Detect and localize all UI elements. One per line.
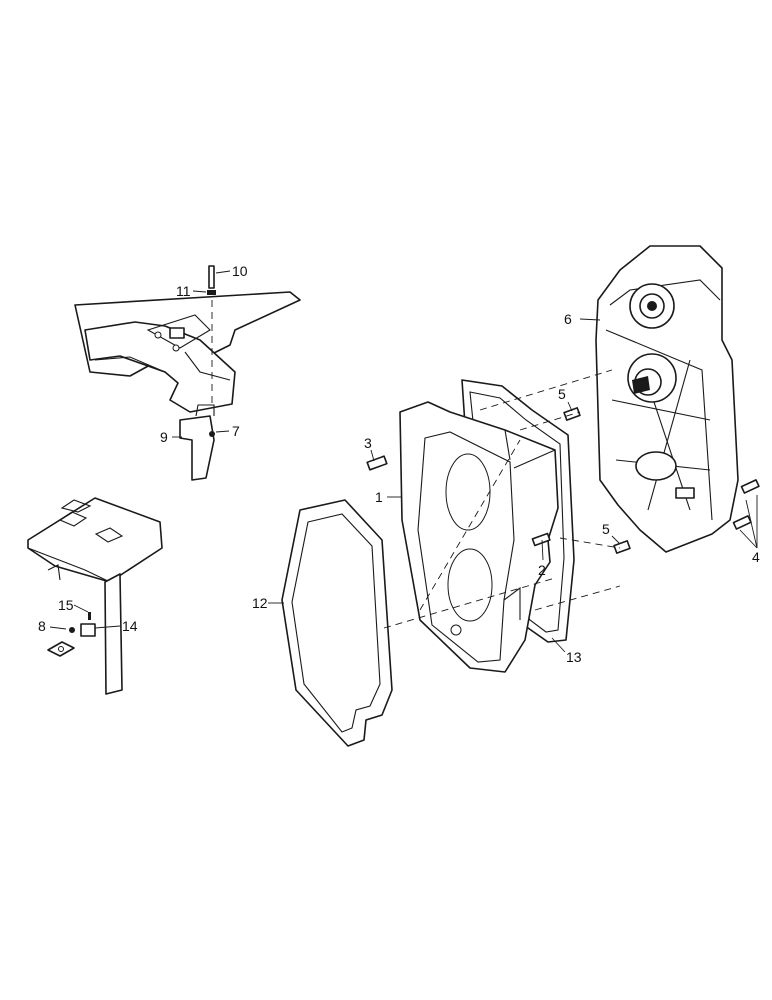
callout-7: 7	[232, 423, 240, 439]
callout-3: 3	[364, 435, 372, 451]
callout-10: 10	[232, 263, 248, 279]
callout-11: 11	[176, 283, 191, 299]
callouts: 1 2 3 4 5 5 6 7 8 9 10 11 12 13 14 15	[38, 263, 760, 665]
leader-lines	[49, 270, 758, 653]
callout-6: 6	[564, 311, 572, 327]
callout-12: 12	[252, 595, 268, 611]
callout-15: 15	[58, 597, 74, 613]
fasteners	[366, 407, 760, 554]
platform-bracket-assembly	[27, 497, 163, 695]
gear-housing-6	[595, 245, 739, 553]
callout-2: 2	[538, 562, 546, 578]
assembly-centerlines	[383, 369, 621, 629]
callout-9: 9	[160, 429, 168, 445]
adapter-plate-1	[399, 401, 559, 673]
callout-14: 14	[122, 618, 138, 634]
callout-4: 4	[752, 549, 760, 565]
callout-1: 1	[375, 489, 383, 505]
gasket-12	[281, 499, 393, 747]
callout-5-upper: 5	[558, 386, 566, 402]
callout-13: 13	[566, 649, 582, 665]
callout-5-lower: 5	[602, 521, 610, 537]
frame-rail-assembly	[74, 265, 301, 481]
callout-8: 8	[38, 618, 46, 634]
